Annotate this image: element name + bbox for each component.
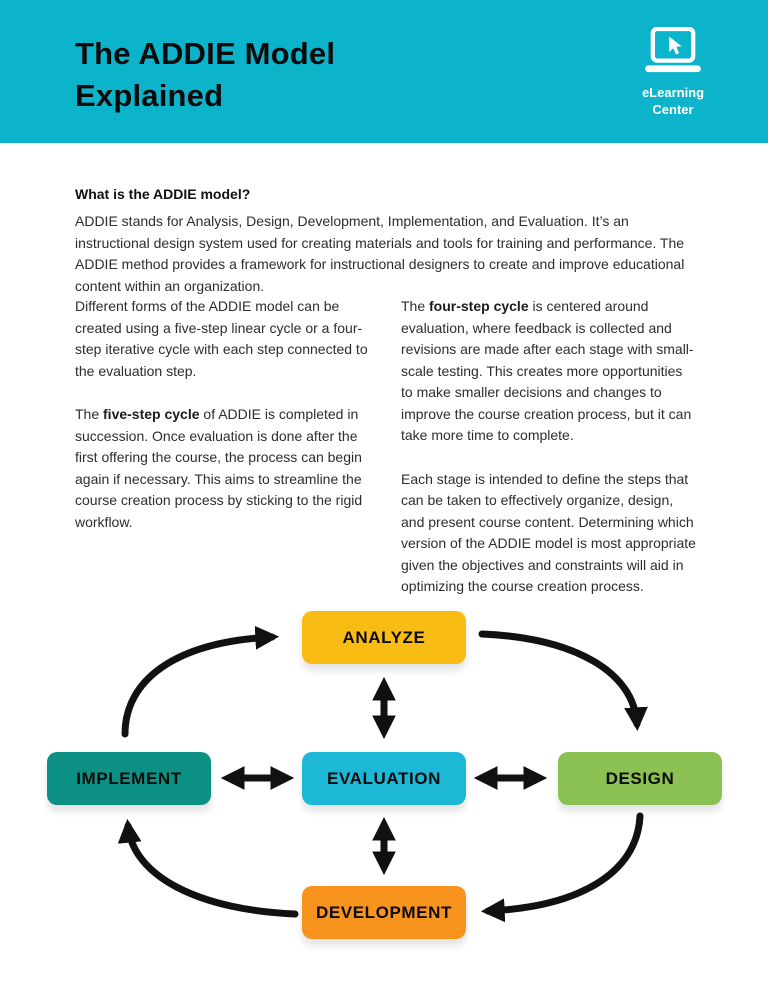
page-title: The ADDIE Model Explained	[75, 33, 335, 117]
arrow-development-to-implement	[117, 818, 299, 918]
node-development-label: DEVELOPMENT	[315, 902, 452, 922]
five-step-cycle-bold: five-step cycle	[103, 406, 200, 422]
laptop-cursor-icon	[642, 26, 704, 80]
logo-text: eLearning Center	[618, 84, 728, 118]
body-columns: Different forms of the ADDIE model can b…	[75, 296, 697, 598]
node-analyze-label: ANALYZE	[342, 627, 426, 647]
text-run: is centered around evaluation, where fee…	[401, 298, 694, 443]
text-run: of ADDIE is completed in succession. Onc…	[75, 406, 363, 530]
node-implement-label: IMPLEMENT	[76, 768, 182, 788]
node-analyze: ANALYZE	[302, 611, 466, 664]
node-evaluation: EVALUATION	[302, 752, 466, 805]
four-step-cycle-bold: four-step cycle	[429, 298, 529, 314]
arrow-analyze-to-design	[478, 630, 648, 732]
right-column: The four-step cycle is centered around e…	[401, 296, 697, 598]
right-paragraph-2: Each stage is intended to define the ste…	[401, 470, 696, 595]
node-design: DESIGN	[558, 752, 722, 805]
addie-cycle-diagram: ANALYZE EVALUATION IMPLEMENT DESIGN DEVE…	[0, 584, 768, 994]
arrow-implement-to-analyze	[121, 625, 280, 738]
intro-section: What is the ADDIE model? ADDIE stands fo…	[75, 186, 700, 297]
page-title-line1: The ADDIE Model	[75, 36, 336, 71]
left-paragraph-1: Different forms of the ADDIE model can b…	[75, 298, 368, 379]
node-development: DEVELOPMENT	[302, 886, 466, 939]
logo-text-line2: Center	[652, 102, 694, 117]
left-column: Different forms of the ADDIE model can b…	[75, 296, 371, 598]
text-run: The	[401, 298, 430, 314]
left-paragraph-2: The five-step cycle of ADDIE is complete…	[75, 404, 371, 533]
arrow-design-to-development	[480, 812, 644, 923]
text-run: The	[75, 406, 104, 422]
node-evaluation-label: EVALUATION	[327, 768, 441, 788]
logo-text-line1: eLearning	[641, 85, 705, 100]
node-design-label: DESIGN	[605, 768, 675, 788]
header-banner: The ADDIE Model Explained eLearning Cent…	[0, 0, 768, 143]
page-title-line2: Explained	[75, 78, 224, 113]
intro-body: ADDIE stands for Analysis, Design, Devel…	[75, 213, 685, 294]
right-paragraph-1: The four-step cycle is centered around e…	[401, 296, 697, 447]
intro-heading: What is the ADDIE model?	[75, 186, 251, 202]
node-implement: IMPLEMENT	[47, 752, 211, 805]
logo: eLearning Center	[618, 26, 728, 118]
